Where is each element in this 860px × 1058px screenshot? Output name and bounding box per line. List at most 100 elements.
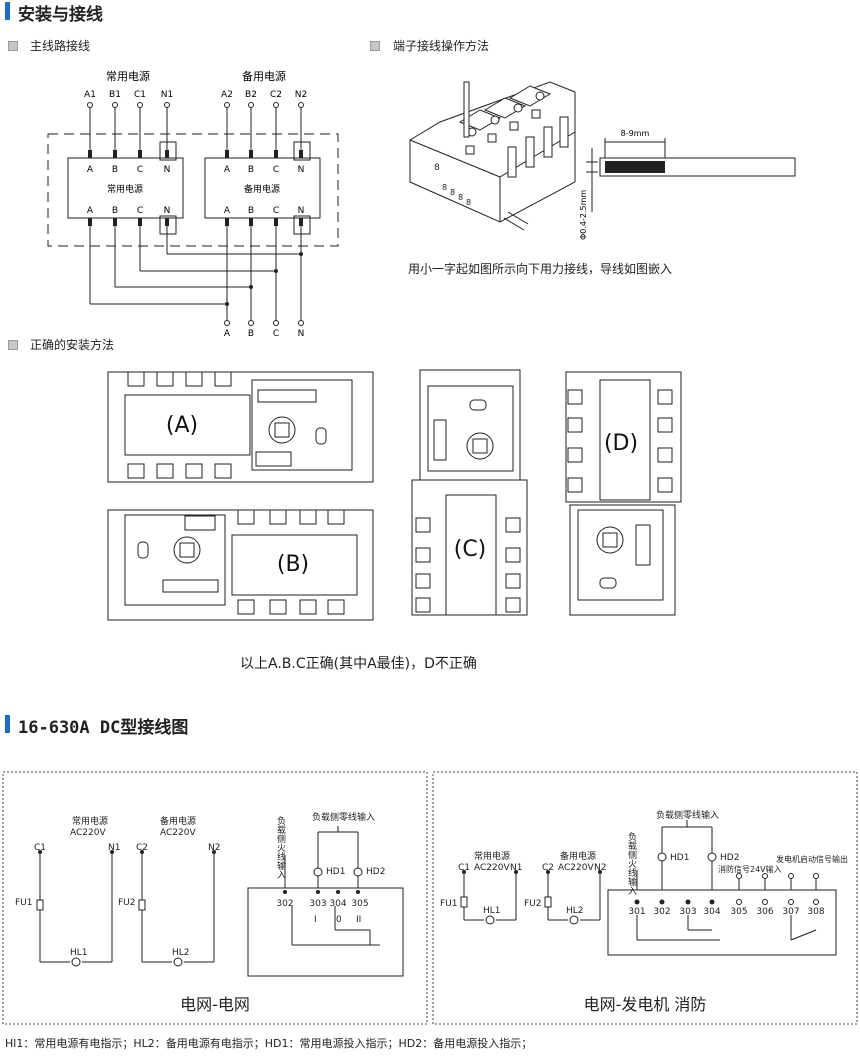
install-label-c: (C) (454, 537, 487, 562)
right-n1: N1 (510, 863, 522, 873)
right-fire-signal: 消防信号24V输入 (718, 864, 782, 874)
bullet-icon (8, 340, 18, 350)
right-fu1: FU1 (440, 899, 458, 909)
inner-terminal-b: B (112, 206, 118, 216)
left-caption: 电网-电网 (180, 995, 250, 1014)
main-wiring-heading: 主线路接线 (30, 39, 91, 53)
section-title-dc-wiring: 16-630A DC型接线图 (18, 718, 189, 738)
left-hl2: HL2 (172, 948, 190, 958)
left-backup-source: 备用电源 (160, 815, 196, 827)
left-hl1: HL1 (70, 948, 88, 958)
inner-terminal-b: B (112, 165, 118, 175)
main-wiring-diagram: 常用电源 备用电源 A1 B1 C1 N1 A2 B2 C2 N2 A B C … (47, 69, 339, 339)
left-fu1: FU1 (15, 898, 33, 908)
inner-terminal-n: N (298, 165, 305, 175)
section-marker (5, 2, 10, 20)
inner-terminal-a: A (87, 206, 94, 216)
left-n2: N2 (208, 843, 220, 853)
right-terminal-308: 308 (807, 907, 824, 917)
terminal-b2: B2 (245, 90, 257, 100)
output-terminal-b: B (248, 329, 254, 339)
right-c2: C2 (542, 863, 554, 873)
left-n1: N1 (108, 843, 120, 853)
right-hl2: HL2 (566, 906, 584, 916)
right-caption: 电网-发电机 消防 (584, 995, 707, 1014)
left-contact-ii: II (356, 915, 361, 925)
inner-terminal-a: A (224, 206, 231, 216)
terminal-a2: A2 (221, 90, 233, 100)
svg-text:8: 8 (458, 193, 463, 202)
install-heading: 正确的安装方法 (30, 338, 115, 352)
right-terminal-301: 301 (628, 907, 645, 917)
stripped-wire-core (605, 161, 665, 173)
inner-terminal-a: A (224, 165, 231, 175)
inner-terminal-a: A (87, 165, 94, 175)
terminal-c2: C2 (270, 90, 282, 100)
install-caption: 以上A.B.C正确(其中A最佳)，D不正确 (240, 656, 477, 672)
inner-terminal-c: C (273, 165, 279, 175)
terminal-c1: C1 (134, 90, 146, 100)
left-terminal-302: 302 (276, 899, 293, 909)
bullet-icon (370, 41, 380, 51)
inner-terminal-c: C (137, 165, 143, 175)
right-terminal-305: 305 (730, 907, 747, 917)
right-gen-signal: 发电机启动信号输出 (776, 854, 848, 864)
svg-text:8: 8 (434, 163, 440, 173)
normal-box-label: 常用电源 (107, 183, 143, 195)
right-backup-source: 备用电源 (560, 850, 596, 862)
right-terminal-303: 303 (679, 907, 696, 917)
svg-text:8: 8 (450, 188, 455, 197)
left-normal-source: 常用电源 (72, 815, 108, 827)
terminal-n1: N1 (161, 90, 173, 100)
inner-terminal-c: C (273, 206, 279, 216)
backup-box-label: 备用电源 (244, 183, 280, 195)
terminal-op-heading: 端子接线操作方法 (393, 39, 490, 53)
output-terminal-a: A (224, 329, 231, 339)
legend-footnote: Hl1：常用电源有电指示；HL2：备用电源有电指示；HD1：常用电源投入指示；H… (5, 1037, 533, 1050)
terminal-n2: N2 (295, 90, 307, 100)
right-terminal-302: 302 (653, 907, 670, 917)
inner-terminal-c: C (137, 206, 143, 216)
bullet-icon (8, 41, 18, 51)
right-hl1: HL1 (483, 906, 501, 916)
install-label-d: (D) (604, 431, 638, 456)
strip-length-label: 8-9mm (621, 129, 650, 138)
terminal-b1: B1 (109, 90, 121, 100)
inner-terminal-n: N (164, 206, 171, 216)
left-fu2: FU2 (118, 898, 136, 908)
right-hd1: HD1 (670, 853, 689, 863)
normal-source-label: 常用电源 (106, 69, 150, 83)
left-contact-i: I (314, 915, 317, 925)
terminal-op-caption: 用小一字起如图所示向下用力接线，导线如图嵌入 (408, 262, 673, 276)
install-diagrams: (A) (B) (C) (D) (107, 369, 682, 621)
right-normal-ac: AC220V (474, 863, 510, 873)
right-hd2: HD2 (720, 853, 739, 863)
inner-terminal-b: B (248, 206, 254, 216)
left-contact-0: 0 (336, 915, 342, 925)
backup-source-label: 备用电源 (242, 69, 286, 83)
svg-text:8: 8 (466, 198, 471, 207)
left-c2: C2 (136, 843, 148, 853)
left-load-live: 负载侧火线输入 (275, 815, 286, 879)
inner-terminal-n: N (298, 206, 305, 216)
right-normal-source: 常用电源 (474, 850, 510, 862)
left-hd1: HD1 (326, 867, 345, 877)
left-load-neutral: 负载侧零线输入 (312, 811, 375, 823)
left-terminal-305: 305 (351, 899, 368, 909)
right-c1: C1 (458, 863, 470, 873)
left-backup-ac: AC220V (160, 828, 196, 838)
inner-terminal-b: B (248, 165, 254, 175)
terminal-a1: A1 (84, 90, 96, 100)
wire-dia-label: Φ0.4-2.5mm (579, 190, 588, 240)
section-title-install: 安装与接线 (18, 5, 103, 25)
left-c1: C1 (34, 843, 46, 853)
svg-text:8: 8 (442, 183, 447, 192)
inner-terminal-n: N (164, 165, 171, 175)
right-load-live: 负载侧火线输入 (626, 831, 637, 895)
right-terminal-307: 307 (782, 907, 799, 917)
left-terminal-304: 304 (329, 899, 346, 909)
right-terminal-306: 306 (756, 907, 773, 917)
output-terminal-c: C (273, 329, 279, 339)
right-fu2: FU2 (524, 899, 542, 909)
